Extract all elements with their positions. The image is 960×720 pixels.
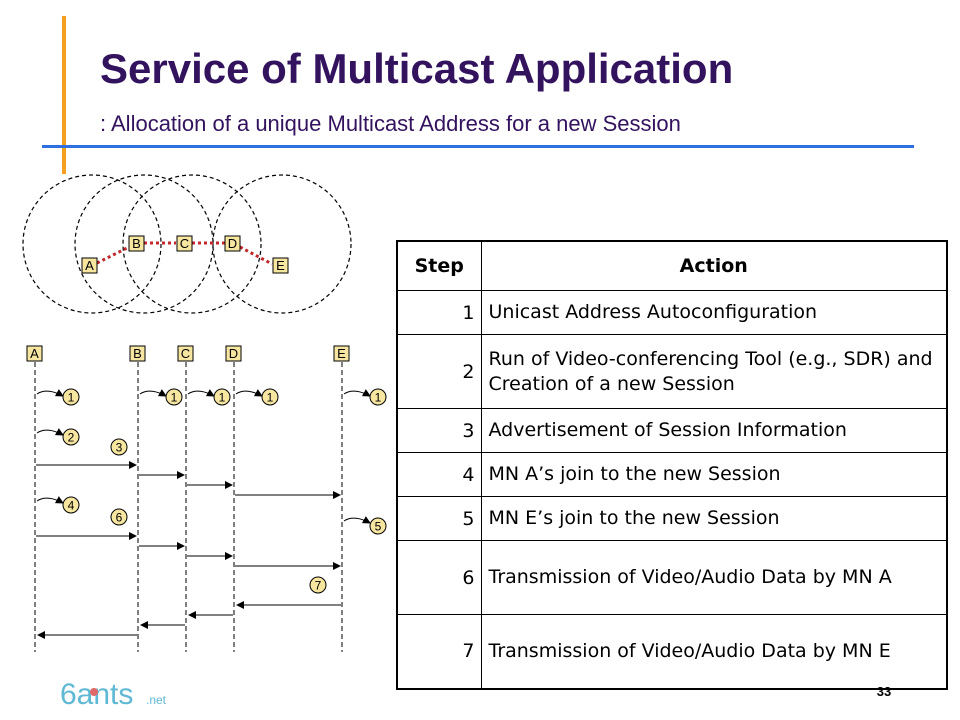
- seq-node-b: B: [129, 345, 146, 362]
- svg-text:3: 3: [116, 441, 123, 455]
- table-row: 2 Run of Video-conferencing Tool (e.g., …: [396, 334, 948, 409]
- table-row: 1 Unicast Address Autoconfiguration: [396, 290, 948, 335]
- title-accent-bar: [62, 16, 66, 174]
- step-action: Transmission of Video/Audio Data by MN A: [480, 540, 948, 615]
- svg-text:5: 5: [375, 520, 382, 534]
- coverage-circle-b: [22, 174, 162, 314]
- table-row: 5 MN E’s join to the new Session: [396, 496, 948, 541]
- topo-node-a: A: [81, 257, 98, 274]
- step-action: Transmission of Video/Audio Data by MN E: [480, 614, 948, 689]
- svg-text:1: 1: [219, 391, 226, 405]
- self-arrow-a-step2: [36, 428, 64, 436]
- svg-text:E: E: [276, 258, 285, 273]
- self-arrow-c-step1: [187, 389, 215, 397]
- svg-text:B: B: [132, 236, 141, 251]
- sequence-diagram: A B C D E: [26, 345, 387, 652]
- svg-text:1: 1: [375, 391, 382, 405]
- topo-node-c: C: [176, 235, 193, 252]
- step-number: 3: [396, 408, 482, 453]
- coverage-circle-e: [212, 174, 352, 314]
- topology-diagram: A B C D E: [22, 174, 352, 314]
- svg-text:1: 1: [267, 391, 274, 405]
- link-d-e: [239, 245, 273, 266]
- svg-text:2: 2: [68, 431, 75, 445]
- page-number: 33: [876, 684, 892, 699]
- svg-text:E: E: [337, 346, 346, 361]
- self-arrow-a-step1: [36, 389, 64, 397]
- steps-table: Step Action 1 Unicast Address Autoconfig…: [396, 240, 948, 690]
- step-action: MN A’s join to the new Session: [480, 452, 948, 497]
- seq-node-c: C: [177, 345, 194, 362]
- svg-text:1: 1: [171, 391, 178, 405]
- step-number: 7: [396, 614, 482, 689]
- table-row: 4 MN A’s join to the new Session: [396, 452, 948, 497]
- seq-node-a: A: [26, 345, 43, 362]
- table-row: 6 Transmission of Video/Audio Data by MN…: [396, 540, 948, 615]
- step-number: 1: [396, 290, 482, 335]
- step-number: 2: [396, 334, 482, 409]
- step-badge: 1: [213, 388, 231, 406]
- svg-text:6: 6: [116, 511, 123, 525]
- topo-node-e: E: [272, 257, 289, 274]
- step-badge: 2: [62, 428, 80, 446]
- step-badge: 5: [369, 517, 387, 535]
- self-arrow-e-step1: [343, 389, 371, 397]
- step-badge: 3: [110, 438, 128, 456]
- 6ants-logo: 6ants .net: [60, 678, 167, 711]
- svg-text:B: B: [133, 346, 142, 361]
- step-action: MN E’s join to the new Session: [480, 496, 948, 541]
- seq-node-e: E: [333, 345, 350, 362]
- svg-text:7: 7: [315, 579, 322, 593]
- step-badge: 1: [165, 388, 183, 406]
- step-badge: 6: [110, 508, 128, 526]
- seq-node-d: D: [225, 345, 242, 362]
- svg-text:A: A: [30, 346, 39, 361]
- step-number: 6: [396, 540, 482, 615]
- step-badge: 4: [62, 496, 80, 514]
- step-badge: 1: [369, 388, 387, 406]
- svg-text:4: 4: [68, 499, 75, 513]
- svg-text:D: D: [228, 236, 237, 251]
- svg-text:C: C: [181, 346, 190, 361]
- svg-text:C: C: [180, 236, 189, 251]
- step-action: Advertisement of Session Information: [480, 408, 948, 453]
- logo-ant-icon: [90, 688, 98, 696]
- step-number: 4: [396, 452, 482, 497]
- step-badge: 7: [309, 576, 327, 594]
- table-header-row: Step Action: [396, 240, 948, 291]
- logo-suffix: .net: [146, 693, 167, 707]
- topo-node-d: D: [224, 235, 241, 252]
- step-badge: 1: [261, 388, 279, 406]
- slide-subtitle: : Allocation of a unique Multicast Addre…: [100, 111, 681, 136]
- step-action: Unicast Address Autoconfiguration: [480, 290, 948, 335]
- table-row: 7 Transmission of Video/Audio Data by MN…: [396, 614, 948, 689]
- step-number: 5: [396, 496, 482, 541]
- svg-text:A: A: [85, 258, 94, 273]
- self-arrow-b-step1: [139, 389, 167, 397]
- step-action: Run of Video-conferencing Tool (e.g., SD…: [480, 334, 948, 409]
- step-badge: 1: [62, 388, 80, 406]
- topo-node-b: B: [128, 235, 145, 252]
- header-step: Step: [396, 240, 482, 291]
- self-arrow-a-step4: [36, 496, 64, 504]
- table-row: 3 Advertisement of Session Information: [396, 408, 948, 453]
- coverage-circle-d: [122, 174, 262, 314]
- self-arrow-d-step1: [235, 389, 263, 397]
- title-underline: [42, 145, 914, 148]
- header-action: Action: [480, 240, 948, 291]
- svg-text:1: 1: [68, 391, 75, 405]
- self-arrow-e-step5: [343, 516, 371, 524]
- svg-text:D: D: [229, 346, 238, 361]
- slide-title: Service of Multicast Application: [100, 45, 734, 92]
